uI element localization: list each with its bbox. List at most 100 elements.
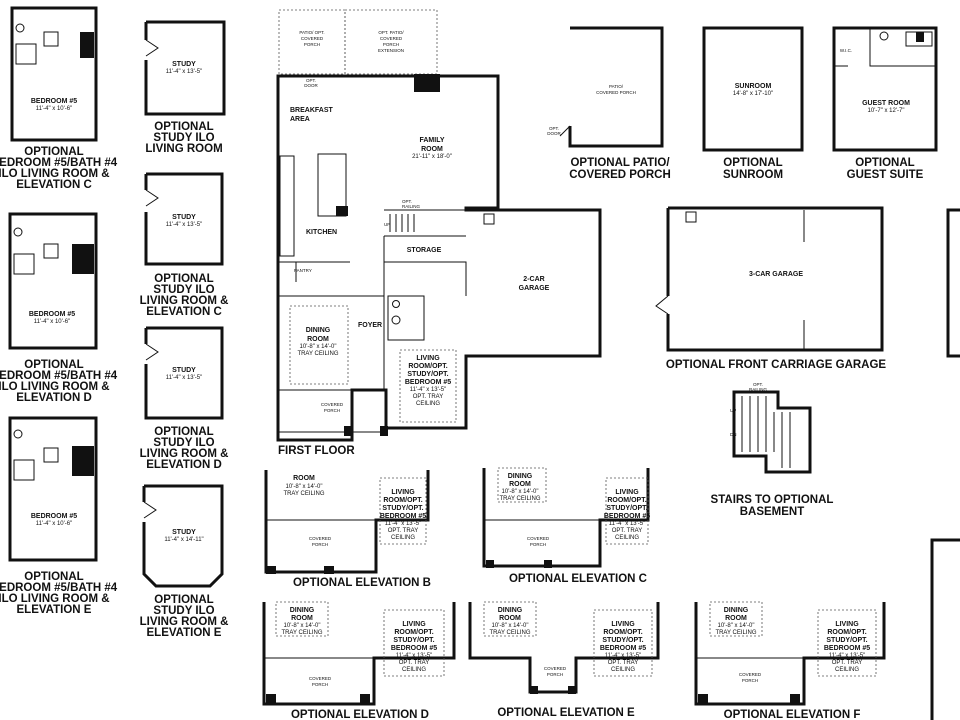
room-label-bedroom5: BEDROOM #5 — [31, 513, 77, 520]
caption-line: BEDROOM #5/BATH #4 — [0, 370, 118, 382]
svg-text:CEILING: CEILING — [402, 667, 426, 673]
svg-text:21'-11" x 18'-0": 21'-11" x 18'-0" — [412, 154, 452, 160]
svg-text:PORCH: PORCH — [383, 42, 399, 47]
svg-text:DINING: DINING — [498, 607, 523, 614]
room-label-study: STUDY — [172, 529, 196, 536]
opt-front-carriage-garage: 3-CAR GARAGE OPTIONAL FRONT CARRIAGE GAR… — [655, 206, 886, 371]
svg-text:BEDROOM #5: BEDROOM #5 — [604, 513, 650, 520]
svg-text:OPT. PATIO/: OPT. PATIO/ — [378, 30, 404, 35]
caption-line: ELEVATION C — [16, 179, 92, 191]
opt-study-elev-c: STUDY 11'-4" x 13'-5" OPTIONAL STUDY ILO… — [140, 172, 228, 318]
svg-text:11'-4" x 13'-5": 11'-4" x 13'-5" — [396, 653, 432, 659]
svg-text:COVERED: COVERED — [739, 672, 762, 677]
caption-line: OPTIONAL — [154, 426, 213, 438]
svg-text:FAMILY: FAMILY — [419, 137, 444, 144]
svg-text:COVERED PORCH: COVERED PORCH — [596, 90, 636, 95]
svg-text:LIVING: LIVING — [835, 621, 859, 628]
opt-study-elev-e: STUDY 11'-4" x 14'-11" OPTIONAL STUDY IL… — [140, 484, 228, 639]
caption-line: LIVING ROOM & — [140, 448, 229, 460]
svg-text:COVERED: COVERED — [301, 36, 324, 41]
svg-text:OPT. TRAY: OPT. TRAY — [388, 528, 418, 534]
svg-text:2-CAR: 2-CAR — [523, 276, 544, 283]
opt-elevation-c: DINING ROOM 10'-8" x 14'-0" TRAY CEILING… — [482, 467, 650, 585]
svg-text:PORCH: PORCH — [312, 542, 328, 547]
svg-text:STAIRS TO OPTIONAL: STAIRS TO OPTIONAL — [711, 494, 834, 506]
svg-text:PATIO/ OPT.: PATIO/ OPT. — [299, 30, 324, 35]
opt-study-living: STUDY 11'-4" x 13'-5" OPTIONAL STUDY ILO… — [144, 20, 226, 155]
svg-text:CEILING: CEILING — [391, 535, 415, 541]
stairs-to-basement: OPT. RAILING UP DN STAIRS TO OPTIONAL BA… — [711, 382, 834, 518]
svg-text:ROOM: ROOM — [509, 481, 531, 488]
svg-text:ROOM: ROOM — [725, 615, 747, 622]
opt-sunroom: SUNROOM 14'-8" x 17'-10" OPTIONAL SUNROO… — [702, 26, 804, 181]
caption-line: ILO LIVING ROOM & — [0, 381, 110, 393]
svg-text:OPTIONAL ELEVATION F: OPTIONAL ELEVATION F — [724, 709, 861, 720]
svg-text:LIVING: LIVING — [402, 621, 426, 628]
svg-text:11'-4" x 13'-5": 11'-4" x 13'-5" — [410, 387, 446, 393]
svg-text:OPT. TRAY: OPT. TRAY — [608, 660, 638, 666]
svg-text:11'-4" x 13'-5": 11'-4" x 13'-5" — [385, 521, 421, 527]
svg-text:BEDROOM #5: BEDROOM #5 — [405, 379, 451, 386]
room-dim-bedroom5: 11'-4" x 10'-6" — [34, 319, 70, 325]
svg-text:LIVING: LIVING — [391, 489, 415, 496]
svg-text:FOYER: FOYER — [358, 322, 382, 329]
svg-text:OPT.: OPT. — [549, 126, 559, 131]
svg-text:PORCH: PORCH — [324, 408, 340, 413]
room-dim-study: 11'-4" x 13'-5" — [166, 222, 202, 228]
caption-line: OPTIONAL — [24, 359, 83, 371]
partial-elevation-right-edge — [930, 538, 960, 720]
svg-text:PORCH: PORCH — [304, 42, 320, 47]
svg-text:10'-8" x 14'-0": 10'-8" x 14'-0" — [300, 344, 337, 350]
svg-text:DINING: DINING — [508, 473, 533, 480]
svg-text:OPTIONAL: OPTIONAL — [855, 157, 914, 169]
svg-text:PANTRY: PANTRY — [294, 268, 312, 273]
svg-text:DINING: DINING — [724, 607, 749, 614]
room-label-bedroom5: BEDROOM #5 — [29, 311, 75, 318]
svg-text:BREAKFAST: BREAKFAST — [290, 107, 334, 114]
svg-text:ROOM/OPT.: ROOM/OPT. — [607, 497, 646, 504]
svg-text:ROOM/OPT.: ROOM/OPT. — [383, 497, 422, 504]
svg-text:BEDROOM #5: BEDROOM #5 — [380, 513, 426, 520]
caption-line: ELEVATION E — [147, 627, 222, 639]
svg-text:COVERED: COVERED — [309, 536, 332, 541]
svg-text:COVERED: COVERED — [321, 402, 344, 407]
svg-text:PORCH: PORCH — [530, 542, 546, 547]
svg-text:11'-4" x 13'-5": 11'-4" x 13'-5" — [829, 653, 865, 659]
svg-text:UP: UP — [384, 222, 390, 227]
partial-garage-right-edge — [946, 208, 960, 358]
room-dim-study: 11'-4" x 13'-5" — [166, 375, 202, 381]
svg-text:COVERED PORCH: COVERED PORCH — [569, 169, 671, 181]
svg-text:OPT.: OPT. — [306, 78, 316, 83]
opt-elevation-e: DINING ROOM 10'-8" x 14'-0" TRAY CEILING… — [468, 601, 660, 719]
svg-text:OPTIONAL ELEVATION C: OPTIONAL ELEVATION C — [509, 573, 647, 585]
svg-text:OPTIONAL ELEVATION D: OPTIONAL ELEVATION D — [291, 709, 429, 720]
svg-text:COVERED: COVERED — [527, 536, 550, 541]
room-dim-bedroom5: 11'-4" x 10'-6" — [36, 521, 72, 527]
svg-text:ROOM: ROOM — [293, 475, 315, 482]
svg-text:OPT. TRAY: OPT. TRAY — [612, 528, 642, 534]
svg-text:11'-4" x 13'-5": 11'-4" x 13'-5" — [605, 653, 641, 659]
room-label-bedroom5: BEDROOM #5 — [31, 98, 77, 105]
svg-text:BEDROOM #5: BEDROOM #5 — [824, 645, 870, 652]
room-dim-bedroom5: 11'-4" x 10'-6" — [36, 106, 72, 112]
svg-text:PORCH: PORCH — [547, 672, 563, 677]
svg-text:11'-4" x 13'-5": 11'-4" x 13'-5" — [609, 521, 645, 527]
svg-text:ROOM/OPT.: ROOM/OPT. — [408, 363, 447, 370]
svg-text:ROOM: ROOM — [307, 336, 329, 343]
svg-text:TRAY CEILING: TRAY CEILING — [297, 351, 338, 357]
svg-text:BASEMENT: BASEMENT — [740, 506, 805, 518]
svg-text:ROOM/OPT.: ROOM/OPT. — [394, 629, 433, 636]
caption-line: LIVING ROOM — [145, 143, 222, 155]
caption-line: ELEVATION D — [16, 392, 92, 404]
svg-text:UP: UP — [730, 408, 736, 413]
svg-text:OPTIONAL ELEVATION B: OPTIONAL ELEVATION B — [293, 577, 431, 589]
svg-text:KITCHEN: KITCHEN — [306, 229, 337, 236]
svg-text:OPT. TRAY: OPT. TRAY — [413, 394, 443, 400]
svg-text:CEILING: CEILING — [615, 535, 639, 541]
caption-line: BEDROOM #5/BATH #4 — [0, 157, 118, 169]
svg-text:CEILING: CEILING — [416, 401, 440, 407]
svg-text:14'-8" x 17'-10": 14'-8" x 17'-10" — [733, 91, 773, 97]
svg-text:TRAY CEILING: TRAY CEILING — [715, 630, 756, 636]
svg-text:PORCH: PORCH — [312, 682, 328, 687]
svg-text:RAILING: RAILING — [402, 204, 421, 209]
